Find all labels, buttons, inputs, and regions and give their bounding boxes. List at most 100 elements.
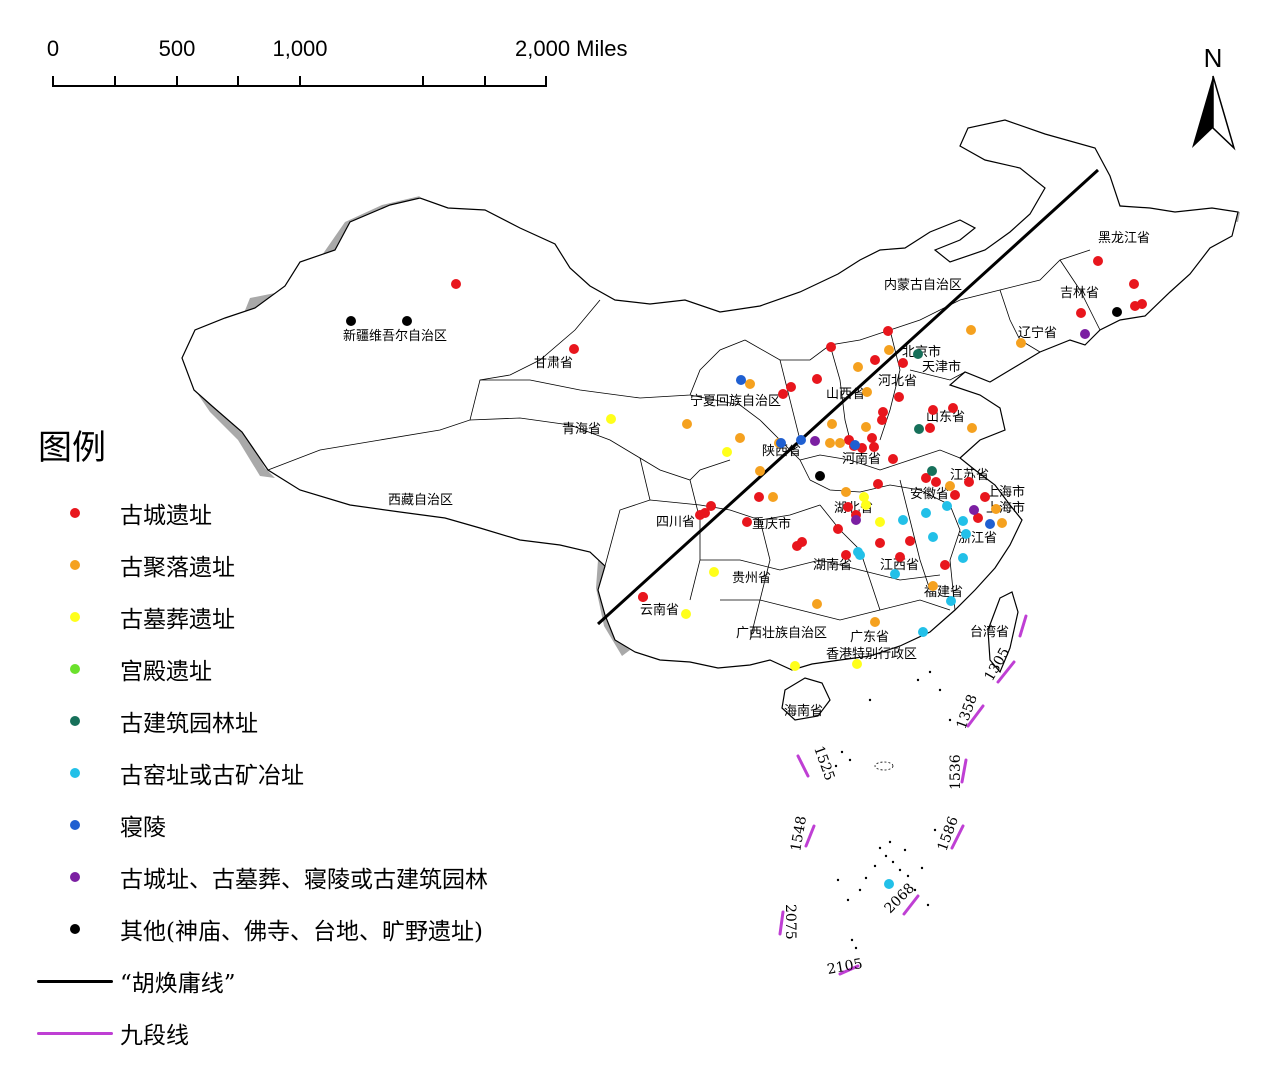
legend-label-huline: “胡焕庸线” bbox=[120, 971, 236, 997]
dash-label-1525: 1525 bbox=[810, 744, 837, 783]
site-marker-kiln bbox=[961, 529, 971, 539]
site-marker-city bbox=[973, 513, 983, 523]
legend-item-huline: “胡焕庸线” bbox=[30, 955, 488, 1007]
site-marker-kiln bbox=[958, 553, 968, 563]
cyan-dot-icon bbox=[70, 768, 80, 778]
site-marker-tomb bbox=[861, 500, 871, 510]
label-qinghai: 青海省 bbox=[562, 422, 601, 437]
legend-item-ninedash: 九段线 bbox=[30, 1007, 488, 1059]
scale-label-0: 0 bbox=[47, 36, 59, 61]
label-hainan: 海南省 bbox=[784, 703, 823, 719]
site-marker-settlement bbox=[966, 325, 976, 335]
legend-label-settlement: 古聚落遗址 bbox=[120, 555, 235, 581]
site-marker-city bbox=[870, 355, 880, 365]
label-gansu: 甘肃省 bbox=[534, 356, 573, 371]
legend-item-settlement: 古聚落遗址 bbox=[30, 539, 488, 591]
label-jiangsu: 江苏省 bbox=[950, 467, 989, 483]
site-marker-city bbox=[786, 382, 796, 392]
site-marker-settlement bbox=[870, 617, 880, 627]
site-marker-mausoleum bbox=[850, 440, 860, 450]
site-marker-city bbox=[948, 403, 958, 413]
label-xizang: 西藏自治区 bbox=[388, 493, 453, 508]
scale-label-500: 500 bbox=[159, 36, 196, 61]
site-marker-settlement bbox=[862, 387, 872, 397]
site-marker-tomb bbox=[606, 414, 616, 424]
label-hongkong: 香港特别行政区 bbox=[826, 647, 917, 662]
province-boundaries bbox=[267, 249, 1101, 641]
site-marker-mixed bbox=[1080, 329, 1090, 339]
legend-label-ninedash: 九段线 bbox=[120, 1023, 189, 1049]
site-marker-kiln bbox=[946, 596, 956, 606]
site-marker-settlement bbox=[861, 422, 871, 432]
site-marker-tomb bbox=[875, 517, 885, 527]
site-marker-mixed bbox=[851, 515, 861, 525]
legend-label-kiln: 古窑址或古矿冶址 bbox=[120, 763, 304, 789]
legend-label-garden: 古建筑园林址 bbox=[120, 711, 258, 737]
site-marker-settlement bbox=[825, 438, 835, 448]
legend-label-other: 其他(神庙、佛寺、台地、旷野遗址) bbox=[120, 919, 483, 945]
site-marker-settlement bbox=[841, 487, 851, 497]
purple-dot-icon bbox=[70, 872, 80, 882]
site-marker-city bbox=[869, 442, 879, 452]
site-marker-garden bbox=[927, 466, 937, 476]
site-marker-city bbox=[1093, 256, 1103, 266]
site-markers bbox=[346, 256, 1147, 889]
scale-label-1000: 1,000 bbox=[272, 36, 327, 61]
site-marker-settlement bbox=[967, 423, 977, 433]
legend-item-palace: 宫殿遗址 bbox=[30, 643, 488, 695]
site-marker-settlement bbox=[1016, 338, 1026, 348]
label-guangxi: 广西壮族自治区 bbox=[736, 625, 827, 641]
site-marker-mausoleum bbox=[985, 519, 995, 529]
site-marker-settlement bbox=[735, 433, 745, 443]
site-marker-city bbox=[754, 492, 764, 502]
label-yunnan: 云南省 bbox=[640, 602, 679, 618]
site-marker-mausoleum bbox=[796, 435, 806, 445]
site-marker-city bbox=[895, 552, 905, 562]
north-arrow-icon: N bbox=[1192, 43, 1236, 151]
black-line-icon bbox=[37, 979, 113, 983]
legend-title: 图例 bbox=[38, 428, 106, 468]
south-sea-islands bbox=[834, 670, 952, 950]
label-shaanxi: 陕西省 bbox=[762, 444, 801, 459]
legend-item-tomb: 古墓葬遗址 bbox=[30, 591, 488, 643]
site-marker-tomb bbox=[790, 661, 800, 671]
label-taiwan: 台湾省 bbox=[970, 624, 1009, 640]
label-sichuan: 四川省 bbox=[656, 515, 695, 530]
site-marker-settlement bbox=[997, 518, 1007, 528]
dash-label-1305: 1305 bbox=[982, 645, 1014, 684]
label-chongqing: 重庆市 bbox=[752, 516, 791, 532]
label-hunan: 湖南省 bbox=[813, 557, 852, 573]
legend-label-tomb: 古墓葬遗址 bbox=[120, 607, 235, 633]
dash-label-1548: 1548 bbox=[788, 815, 810, 853]
site-marker-city bbox=[931, 477, 941, 487]
site-marker-city bbox=[826, 342, 836, 352]
site-marker-city bbox=[980, 492, 990, 502]
site-marker-kiln bbox=[942, 501, 952, 511]
yellow-dot-icon bbox=[70, 612, 80, 622]
label-henan: 河南省 bbox=[842, 451, 881, 467]
site-marker-settlement bbox=[827, 419, 837, 429]
site-marker-other bbox=[815, 471, 825, 481]
label-guangdong: 广东省 bbox=[850, 630, 889, 645]
site-marker-city bbox=[877, 415, 887, 425]
site-marker-settlement bbox=[884, 345, 894, 355]
taiwan-island bbox=[987, 591, 1019, 674]
site-marker-tomb bbox=[859, 492, 869, 502]
label-neimenggu: 内蒙古自治区 bbox=[884, 277, 962, 293]
site-marker-city bbox=[905, 536, 915, 546]
site-marker-tomb bbox=[681, 609, 691, 619]
site-marker-settlement bbox=[945, 481, 955, 491]
site-marker-garden bbox=[914, 424, 924, 434]
site-marker-settlement bbox=[755, 466, 765, 476]
legend-item-kiln: 古窑址或古矿冶址 bbox=[30, 747, 488, 799]
site-marker-settlement bbox=[835, 438, 845, 448]
scale-label-2000: 2,000 Miles bbox=[515, 36, 628, 61]
dash-label-2105: 2105 bbox=[826, 956, 864, 978]
site-marker-city bbox=[1130, 301, 1140, 311]
site-marker-tomb bbox=[709, 567, 719, 577]
site-marker-city bbox=[928, 405, 938, 415]
site-marker-kiln bbox=[855, 550, 865, 560]
label-hebei: 河北省 bbox=[878, 374, 917, 389]
site-marker-city bbox=[742, 517, 752, 527]
site-marker-city bbox=[867, 433, 877, 443]
